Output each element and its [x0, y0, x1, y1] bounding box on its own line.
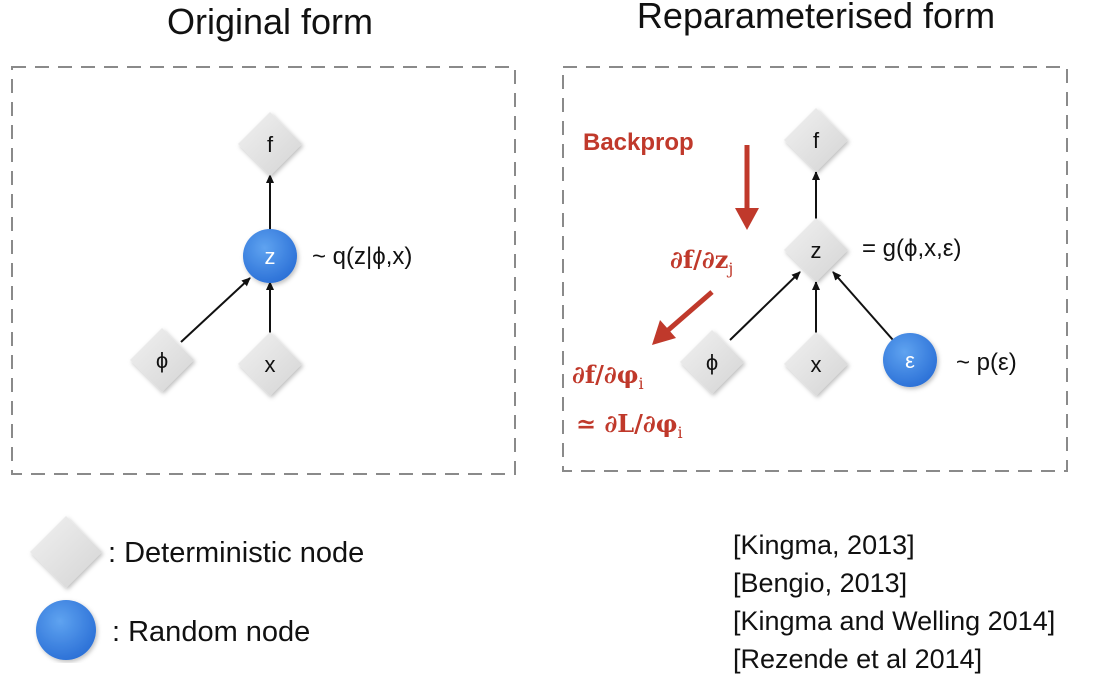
deterministic-node-x: x [238, 332, 302, 396]
references-list: [Kingma, 2013] [Bengio, 2013] [Kingma an… [733, 526, 1055, 678]
edge-phi-to-z [180, 277, 251, 343]
legend-deterministic-swatch [30, 516, 102, 588]
title-reparameterised-form: Reparameterised form [637, 0, 995, 36]
backprop-arrow-diagonal [652, 290, 714, 345]
edge-eps-to-z [832, 271, 894, 341]
reference-item: [Kingma and Welling 2014] [733, 606, 1056, 636]
grad-f-wrt-phi-subscript: i [638, 374, 643, 393]
legend-deterministic-label: : Deterministic node [108, 537, 364, 569]
grad-L-wrt-phi: ≃ ∂L/∂φi [576, 409, 683, 442]
legend-random-swatch [36, 600, 96, 660]
diagram-canvas: Original form Reparameterised form f z ~… [11, 0, 1068, 660]
edge-phi-to-z-right [729, 271, 801, 341]
z-function-label: = g(ϕ,x,ε) [862, 235, 962, 262]
svg-text:f: f [267, 132, 274, 157]
svg-text:x: x [265, 352, 276, 377]
backprop-arrow-down [735, 145, 759, 230]
svg-text:ϕ: ϕ [156, 348, 168, 373]
svg-text:f: f [813, 128, 820, 153]
legend-random-label: : Random node [112, 616, 310, 648]
svg-text:x: x [811, 352, 822, 377]
deterministic-node-f: f [238, 112, 302, 176]
deterministic-node-x-right: x [784, 332, 848, 396]
svg-text:ε: ε [905, 348, 915, 373]
svg-text:z: z [265, 244, 276, 269]
reference-item: [Bengio, 2013] [733, 568, 908, 598]
random-node-z: z [243, 229, 297, 283]
title-original-form: Original form [167, 1, 373, 42]
eps-distribution-label: ~ p(ε) [956, 349, 1017, 376]
deterministic-node-phi-right: ϕ [680, 330, 744, 394]
backprop-label: Backprop [583, 129, 694, 156]
grad-f-wrt-phi: ∂f/∂φi [572, 360, 644, 393]
z-distribution-label: ~ q(z|ϕ,x) [312, 243, 412, 270]
grad-f-wrt-z-subscript: j [726, 259, 733, 278]
left-panel-box [11, 66, 516, 475]
grad-f-wrt-z: ∂f/∂zj [670, 245, 733, 278]
deterministic-node-f-right: f [784, 108, 848, 172]
reference-item: [Kingma, 2013] [733, 530, 915, 560]
grad-L-wrt-phi-subscript: i [677, 423, 682, 442]
right-panel-box [562, 66, 1068, 472]
svg-text:ϕ: ϕ [706, 350, 718, 375]
deterministic-node-phi: ϕ [130, 328, 194, 392]
svg-text:z: z [811, 238, 822, 263]
reference-item: [Rezende et al 2014] [733, 644, 983, 674]
random-node-eps: ε [883, 333, 937, 387]
deterministic-node-z-right: z [784, 218, 848, 282]
